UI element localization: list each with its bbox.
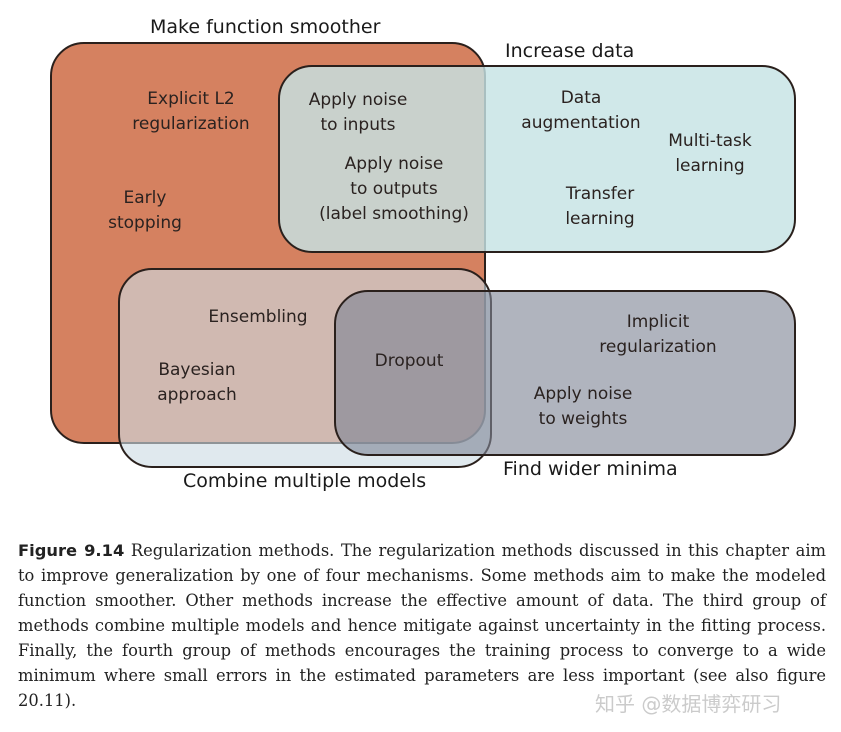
- group-find-wider-minima: [334, 290, 796, 456]
- method-bayesian-approach: Bayesian approach: [157, 360, 237, 405]
- method-multi-task-learning: Multi-task learning: [668, 131, 752, 176]
- caption-text: Regularization methods. The regularizati…: [18, 541, 826, 710]
- watermark: 知乎 @数据博弈研习: [595, 692, 782, 716]
- method-noise-outputs: Apply noise to outputs (label smoothing): [319, 154, 469, 224]
- figure-caption: Figure 9.14 Regularization methods. The …: [18, 538, 826, 713]
- method-explicit-l2: Explicit L2 regularization: [132, 89, 250, 134]
- method-data-augmentation: Data augmentation: [521, 88, 641, 133]
- method-noise-inputs: Apply noise to inputs: [308, 90, 408, 135]
- group-title-data: Increase data: [505, 40, 635, 62]
- group-title-smooth: Make function smoother: [150, 16, 381, 38]
- method-ensembling: Ensembling: [208, 307, 308, 327]
- figure-label: Figure 9.14: [18, 541, 125, 560]
- group-title-combine: Combine multiple models: [183, 470, 427, 492]
- group-increase-data: [278, 65, 796, 253]
- method-transfer-learning: Transfer learning: [565, 184, 635, 229]
- method-early-stopping: Early stopping: [108, 188, 182, 233]
- method-dropout: Dropout: [374, 351, 444, 371]
- group-title-minima: Find wider minima: [503, 458, 678, 480]
- method-noise-weights: Apply noise to weights: [533, 384, 633, 429]
- method-implicit-regularization: Implicit regularization: [599, 312, 717, 357]
- regularization-venn-diagram: Make function smoother Increase data Com…: [50, 16, 796, 492]
